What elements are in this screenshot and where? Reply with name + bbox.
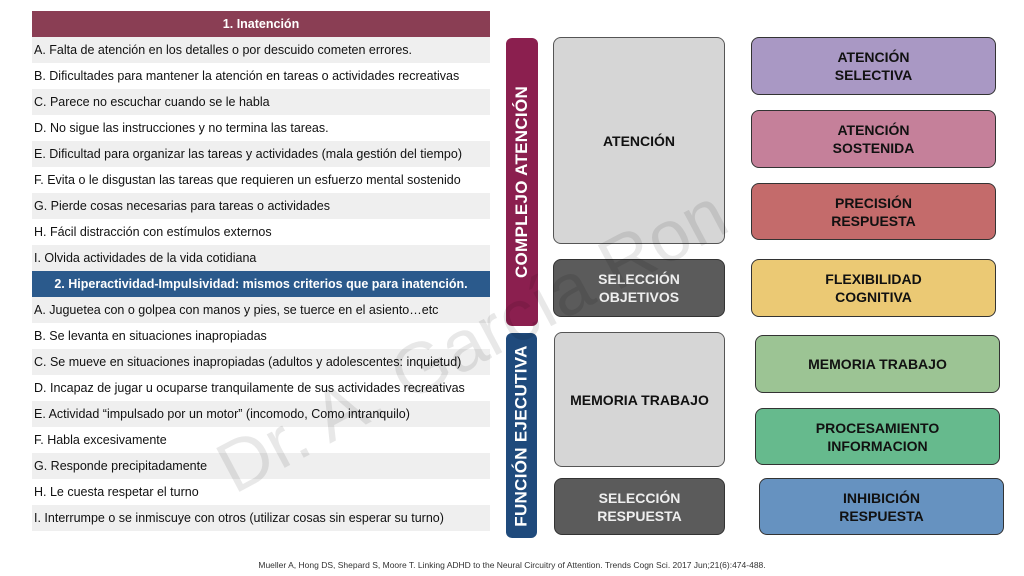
box-procesamiento-informacion: PROCESAMIENTO INFORMACION xyxy=(755,408,1000,465)
criterion-row: C. Parece no escuchar cuando se le habla xyxy=(32,89,490,115)
criterion-row: G. Pierde cosas necesarias para tareas o… xyxy=(32,193,490,219)
criterion-row: A. Juguetea con o golpea con manos y pie… xyxy=(32,297,490,323)
bar-label: COMPLEJO ATENCIÓN xyxy=(512,85,532,279)
criterion-row: H. Fácil distracción con estímulos exter… xyxy=(32,219,490,245)
box-label: ATENCIÓN SOSTENIDA xyxy=(832,122,915,156)
section1-header: 1. Inatención xyxy=(32,11,490,37)
criterion-row: G. Responde precipitadamente xyxy=(32,453,490,479)
funcion-ejecutiva-bar: FUNCIÓN EJECUTIVA xyxy=(506,333,537,538)
box-flexibilidad-cognitiva: FLEXIBILIDAD COGNITIVA xyxy=(751,259,996,317)
criterion-row: H. Le cuesta respetar el turno xyxy=(32,479,490,505)
complejo-atencion-bar: COMPLEJO ATENCIÓN xyxy=(506,38,538,326)
box-label: SELECCIÓN RESPUESTA xyxy=(597,489,682,524)
criterion-row: C. Se mueve en situaciones inapropiadas … xyxy=(32,349,490,375)
box-memoria-trabajo: MEMORIA TRABAJO xyxy=(554,332,725,467)
criterion-row: A. Falta de atención en los detalles o p… xyxy=(32,37,490,63)
box-atención-selectiva: ATENCIÓN SELECTIVA xyxy=(751,37,996,95)
box-label: MEMORIA TRABAJO xyxy=(808,356,947,372)
box-label: FLEXIBILIDAD COGNITIVA xyxy=(825,271,922,305)
criterion-row: F. Evita o le disgustan las tareas que r… xyxy=(32,167,490,193)
criterion-row: E. Actividad “impulsado por un motor” (i… xyxy=(32,401,490,427)
box-inhibición-respuesta: INHIBICIÓN RESPUESTA xyxy=(759,478,1004,535)
box-label: INHIBICIÓN RESPUESTA xyxy=(839,489,924,524)
box-seleccion-objetivos: SELECCIÓN OBJETIVOS xyxy=(553,259,725,317)
box-label: MEMORIA TRABAJO xyxy=(570,391,709,408)
criterion-row: F. Habla excesivamente xyxy=(32,427,490,453)
box-precisión-respuesta: PRECISIÓN RESPUESTA xyxy=(751,183,996,240)
citation: Mueller A, Hong DS, Shepard S, Moore T. … xyxy=(258,560,766,570)
box-label: PROCESAMIENTO INFORMACION xyxy=(815,419,940,454)
bar-label: FUNCIÓN EJECUTIVA xyxy=(511,344,531,527)
criterion-row: B. Dificultades para mantener la atenció… xyxy=(32,63,490,89)
box-label: SELECCIÓN OBJETIVOS xyxy=(598,271,680,305)
box-atencion: ATENCIÓN xyxy=(553,37,725,244)
box-label: PRECISIÓN RESPUESTA xyxy=(831,194,916,229)
section2-header: 2. Hiperactividad-Impulsividad: mismos c… xyxy=(32,271,490,297)
box-atención-sostenida: ATENCIÓN SOSTENIDA xyxy=(751,110,996,168)
criterion-row: I. Olvida actividades de la vida cotidia… xyxy=(32,245,490,271)
criterion-row: E. Dificultad para organizar las tareas … xyxy=(32,141,490,167)
box-seleccion-respuesta: SELECCIÓN RESPUESTA xyxy=(554,478,725,535)
criterion-row: D. Incapaz de jugar u ocuparse tranquila… xyxy=(32,375,490,401)
box-label: ATENCIÓN SELECTIVA xyxy=(834,49,913,83)
criterion-row: B. Se levanta en situaciones inapropiada… xyxy=(32,323,490,349)
box-label: ATENCIÓN xyxy=(602,132,676,149)
criterion-row: D. No sigue las instrucciones y no termi… xyxy=(32,115,490,141)
criterion-row: I. Interrumpe o se inmiscuye con otros (… xyxy=(32,505,490,531)
box-memoria-trabajo: MEMORIA TRABAJO xyxy=(755,335,1000,393)
